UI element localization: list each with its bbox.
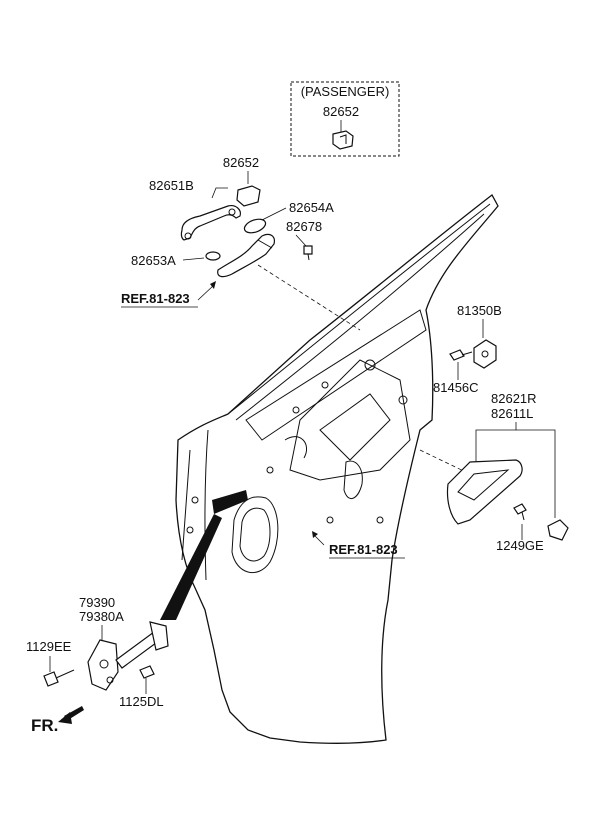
inside-handle-group: 82621R 82611L 1249GE REF.81-823	[312, 391, 569, 559]
label-79380a: 79380A	[79, 609, 124, 624]
label-82653a: 82653A	[131, 253, 176, 268]
door-striker	[473, 339, 497, 369]
bolt-1125dl	[139, 665, 155, 679]
screw-81456c	[449, 349, 465, 361]
label-82654a: 82654A	[289, 200, 334, 215]
label-fr: FR.	[31, 716, 58, 735]
label-81456c: 81456C	[433, 380, 479, 395]
label-82621r: 82621R	[491, 391, 537, 406]
label-1249ge: 1249GE	[496, 538, 544, 553]
screw-82678	[303, 245, 313, 255]
label-82678: 82678	[286, 219, 322, 234]
label-ref-upper: REF.81-823	[121, 291, 190, 306]
label-82652-passenger: 82652	[323, 104, 359, 119]
door-check-group: 79390 79380A 1129EE 1125DL	[26, 490, 248, 709]
label-1129ee: 1129EE	[26, 639, 72, 654]
handle-gasket	[243, 218, 267, 234]
striker-group: 81350B 81456C	[433, 303, 502, 395]
door-hinge	[87, 639, 119, 691]
front-arrow: FR.	[31, 706, 84, 735]
door-panel	[175, 194, 499, 744]
outside-handle-group: 82652 82651B 82654A 82678 82653A REF.81-…	[121, 155, 334, 308]
bolt-1129ee	[43, 671, 59, 687]
label-82651b: 82651B	[149, 178, 194, 193]
label-1125dl: 1125DL	[119, 694, 164, 709]
label-79390: 79390	[79, 595, 115, 610]
speaker-opening	[231, 496, 279, 573]
door-check-strap	[160, 514, 222, 620]
handle-cap	[236, 185, 261, 207]
handle-pad	[205, 251, 221, 261]
label-81350b: 81350B	[457, 303, 502, 318]
inside-handle-cover	[547, 519, 569, 541]
label-82652: 82652	[223, 155, 259, 170]
label-82611l: 82611L	[491, 406, 533, 421]
inside-handle	[446, 459, 523, 525]
passenger-box-title: (PASSENGER)	[301, 84, 390, 99]
passenger-box: (PASSENGER) 82652	[290, 81, 400, 157]
handle-cap-passenger	[332, 130, 354, 150]
screw-1249ge	[513, 503, 527, 515]
handle-bracket	[217, 233, 275, 278]
label-ref-lower: REF.81-823	[329, 542, 398, 557]
